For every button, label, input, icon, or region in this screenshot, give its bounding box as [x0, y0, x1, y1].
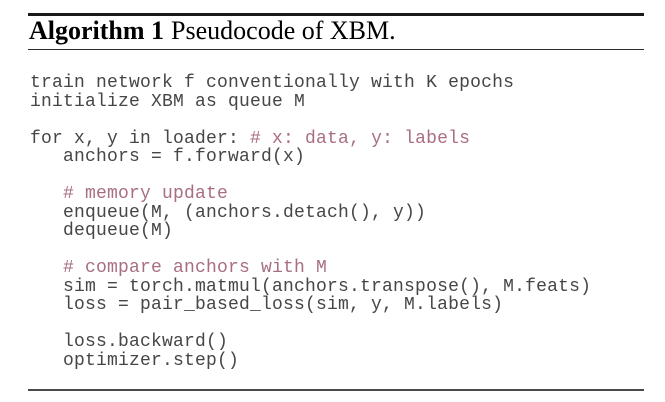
comment-segment: # compare anchors with M — [63, 258, 328, 278]
top-rule — [28, 13, 644, 16]
code-segment: loss.backward() — [30, 332, 229, 352]
code-line — [30, 111, 591, 130]
code-segment: for x, y in loader: — [30, 128, 251, 149]
comment-segment: # x: data, y: labels — [250, 128, 471, 149]
code-line: for x, y in loader: # x: data, y: labels — [30, 128, 591, 149]
header-rule — [28, 49, 644, 51]
algorithm-title: Pseudocode of XBM. — [171, 16, 396, 45]
code-line: anchors = f.forward(x) — [30, 148, 591, 167]
code-line: enqueue(M, (anchors.detach(), y)) — [30, 202, 591, 223]
code-line: optimizer.step() — [30, 350, 591, 371]
code-line: loss = pair_based_loss(sim, y, M.labels) — [30, 296, 591, 315]
code-line: # compare anchors with M — [30, 259, 591, 278]
code-segment — [30, 258, 63, 278]
code-segment: enqueue(M, (anchors.detach(), y)) — [30, 202, 427, 223]
code-line: train network f conventionally with K ep… — [30, 74, 591, 93]
code-segment: anchors = f.forward(x) — [30, 147, 306, 167]
code-segment — [30, 184, 63, 204]
pseudocode-block: train network f conventionally with K ep… — [30, 74, 591, 370]
code-line: loss.backward() — [30, 333, 591, 352]
code-line: sim = torch.matmul(anchors.transpose(), … — [30, 276, 592, 297]
bottom-rule — [28, 389, 644, 392]
code-segment: sim = torch.matmul(anchors.transpose(), … — [30, 276, 592, 297]
code-segment: loss = pair_based_loss(sim, y, M.labels) — [30, 295, 504, 315]
algorithm-label: Algorithm 1 — [29, 16, 165, 45]
code-line: dequeue(M) — [30, 222, 591, 241]
code-line — [30, 241, 591, 260]
code-line — [30, 167, 591, 186]
comment-segment: # memory update — [63, 184, 229, 204]
code-line: # memory update — [30, 185, 591, 204]
code-line — [30, 315, 591, 334]
code-segment: initialize XBM as queue M — [30, 91, 306, 112]
code-line: initialize XBM as queue M — [30, 91, 591, 112]
code-segment: optimizer.step() — [30, 350, 240, 371]
code-segment: train network f conventionally with K ep… — [30, 73, 515, 93]
code-segment: dequeue(M) — [30, 221, 174, 241]
